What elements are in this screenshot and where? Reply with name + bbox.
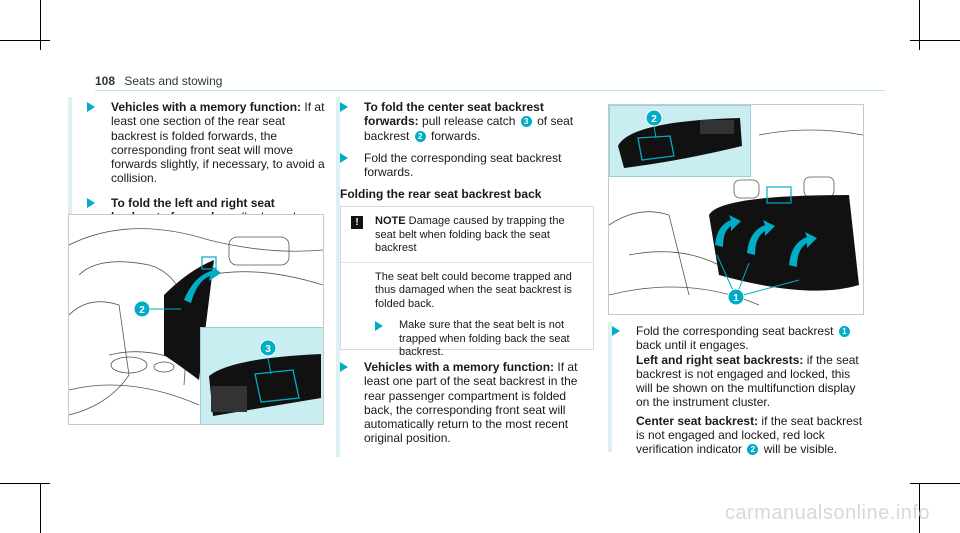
- crop-mark: [910, 40, 960, 41]
- crop-mark: [0, 40, 50, 41]
- note-text: The seat belt could become trapped and t…: [375, 270, 572, 310]
- para-left-right: Left and right seat backrests: if the se…: [612, 353, 867, 410]
- column-middle-lower: Vehicles with a memory function: If at l…: [340, 360, 595, 446]
- step-text: of seat backrest: [364, 114, 574, 143]
- column-right: Fold the corresponding seat backrest 1 b…: [612, 324, 867, 457]
- step-fold-corresponding: Fold the corresponding seat backrest for…: [340, 151, 595, 180]
- detail-inset: 2: [609, 105, 751, 177]
- step-text: Fold the corresponding seat backrest for…: [364, 150, 562, 180]
- crop-mark: [40, 483, 41, 533]
- step-arrow-icon: [340, 152, 348, 163]
- crop-mark: [919, 483, 920, 533]
- note-header: ! NOTE Damage caused by trapping the sea…: [341, 207, 593, 263]
- rear-seat-backrest-shape: [709, 195, 859, 291]
- step-label: Vehicles with a memory function:: [364, 360, 555, 374]
- step-label: To fold the center seat backrest forward…: [364, 100, 544, 129]
- para-text: will be visible.: [763, 442, 838, 457]
- step-fold-back: Fold the corresponding seat backrest 1 b…: [612, 324, 867, 353]
- crop-mark: [40, 0, 41, 50]
- para-text: if the seat backrest is not engaged and …: [636, 413, 863, 457]
- note-action: Make sure that the seat belt is not trap…: [375, 319, 583, 360]
- step-text: Fold the corresponding seat backrest: [636, 324, 834, 338]
- step-arrow-icon: [340, 362, 348, 372]
- fold-arrow-icon: [715, 215, 741, 247]
- callout-badge: 2: [747, 444, 759, 456]
- callout-badge: 3: [520, 116, 532, 128]
- step-label: Vehicles with a memory function:: [111, 100, 302, 114]
- note-title-text: Damage caused by trapping the seat belt …: [375, 215, 565, 254]
- figure-callout: 2: [651, 114, 657, 125]
- step-memory-return: Vehicles with a memory function: If at l…: [340, 360, 595, 446]
- section-heading: Folding the rear seat backrest back: [340, 187, 542, 202]
- column-middle: To fold the center seat backrest forward…: [340, 100, 595, 202]
- figure-callout: 1: [733, 293, 739, 304]
- para-center: Center seat backrest: if the seat backre…: [612, 414, 867, 457]
- page-header: 108 Seats and stowing: [95, 74, 222, 88]
- fold-arrow-icon: [747, 220, 775, 255]
- step-arrow-icon: [375, 321, 383, 331]
- detail-inset: 3: [200, 327, 323, 424]
- step-text: If at least one part of the seat backres…: [364, 360, 578, 446]
- note-box: ! NOTE Damage caused by trapping the sea…: [340, 206, 594, 358]
- fold-arrow-icon: [789, 232, 817, 267]
- step-text: forwards.: [431, 128, 481, 143]
- crop-mark: [910, 483, 960, 484]
- step-arrow-icon: [612, 326, 620, 336]
- crop-mark: [919, 0, 920, 50]
- header-rule: [95, 90, 885, 91]
- step-bar: [608, 322, 612, 452]
- para-label: Left and right seat backrests:: [636, 352, 804, 367]
- crop-mark: [0, 483, 50, 484]
- watermark: carmanualsonline.info: [724, 502, 930, 524]
- step-arrow-icon: [340, 102, 348, 112]
- step-arrow-icon: [87, 197, 95, 208]
- callout-badge: 2: [414, 130, 426, 142]
- step-text: back until it engages.: [636, 338, 749, 353]
- page-number: 108: [95, 74, 116, 88]
- fold-arrow-icon: [184, 265, 221, 303]
- warning-icon: !: [351, 216, 363, 229]
- para-label: Center seat backrest:: [636, 413, 759, 428]
- note-title: NOTE: [375, 215, 406, 227]
- callout-badge: 1: [838, 326, 850, 337]
- figure-callout: 3: [265, 344, 271, 355]
- note-body: The seat belt could become trapped and t…: [341, 263, 593, 368]
- para-text: if the seat backrest is not engaged and …: [636, 352, 859, 410]
- step-memory-function: Vehicles with a memory function: If at l…: [87, 100, 325, 186]
- rear-seat-illustration: 1: [609, 129, 863, 306]
- section-title: Seats and stowing: [124, 74, 223, 88]
- step-arrow-icon: [87, 102, 95, 112]
- figure-callout: 2: [139, 305, 145, 316]
- step-text: pull release catch: [422, 114, 516, 129]
- step-bar: [68, 97, 72, 217]
- step-text: Make sure that the seat belt is not trap…: [399, 319, 570, 358]
- figure-left-right-seat: 2 3: [68, 214, 324, 425]
- step-bar: [336, 97, 340, 457]
- step-fold-center: To fold the center seat backrest forward…: [340, 100, 595, 143]
- figure-center-seat: 1 2: [608, 104, 864, 315]
- step-text: If at least one section of the rear seat…: [111, 100, 325, 186]
